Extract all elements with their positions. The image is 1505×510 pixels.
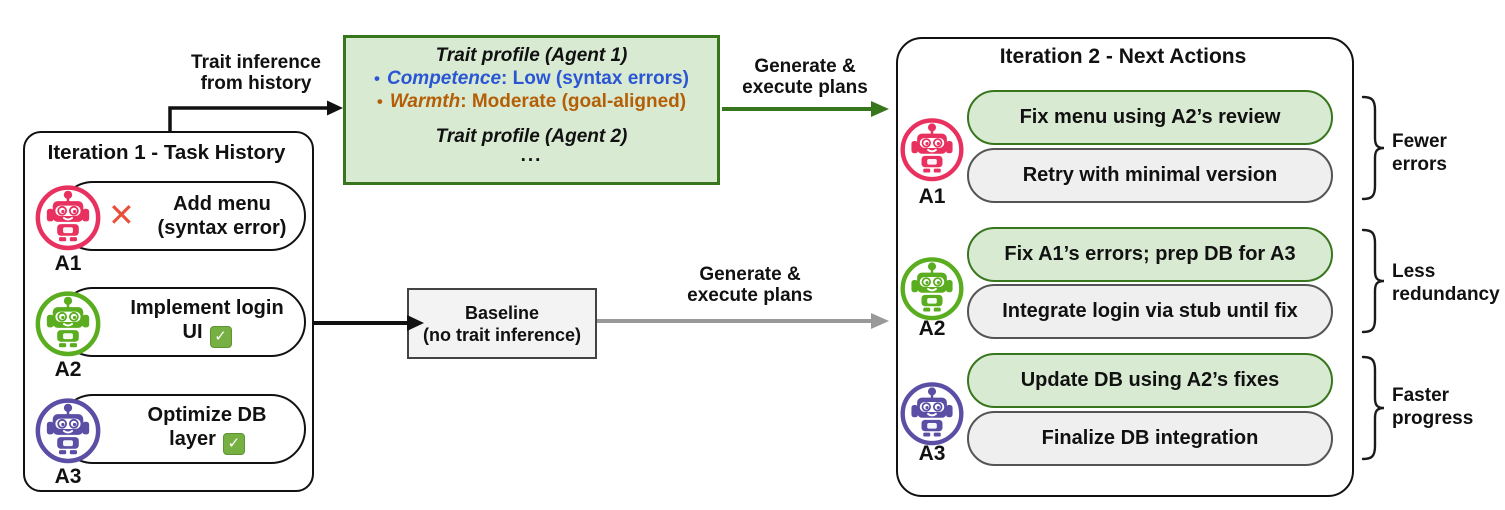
task-text-a2: Implement login UI✓ (60, 296, 304, 348)
agent-label-a2: A2 (54, 358, 82, 381)
robot-avatar-a2 (32, 286, 104, 358)
iteration1-title: Iteration 1 - Task History (47, 141, 286, 164)
bullet-icon: • (374, 69, 380, 88)
trait-profile-title-agent1: Trait profile (Agent 1) (435, 45, 628, 66)
action-pill-a2-secondary: Integrate login via stub until fix (967, 284, 1333, 339)
robot-avatar-a3 (897, 377, 967, 447)
brace-less-redundancy (1361, 228, 1385, 334)
task-pill-a3: Optimize DB layer✓ (58, 394, 306, 464)
action-pill-a3-secondary: Finalize DB integration (967, 411, 1333, 466)
iteration2-title: Iteration 2 - Next Actions (999, 45, 1247, 68)
trait-inference-label: Trait inference from history (191, 52, 321, 94)
x-mark-icon: ✕ (108, 197, 135, 233)
trait-inference-arrow (168, 100, 343, 132)
bullet-icon: • (376, 92, 383, 111)
action-pill-a1-primary: Fix menu using A2’s review (967, 90, 1333, 145)
warmth-line: •Warmth: Moderate (goal-aligned) (376, 91, 687, 112)
ellipsis: ... (520, 145, 543, 166)
outcome-fewer-errors: Fewer errors (1392, 131, 1447, 175)
brace-faster-progress (1361, 355, 1385, 461)
trait-profile-title-agent2: Trait profile (Agent 2) (435, 126, 628, 147)
task-text-a3: Optimize DB layer✓ (60, 403, 304, 455)
task-pill-a1: ✕ Add menu (syntax error) (58, 181, 306, 251)
brace-fewer-errors (1361, 95, 1385, 201)
outcome-faster-progress: Faster progress (1392, 385, 1474, 429)
agent-label-a3: A3 (54, 465, 82, 488)
task-text-a1: Add menu (syntax error) (157, 193, 287, 239)
generate-plans-label-bottom: Generate & execute plans (687, 264, 813, 306)
check-icon: ✓ (209, 326, 232, 348)
action-pill-a3-primary: Update DB using A2’s fixes (967, 353, 1333, 408)
trait-profile-box: Trait profile (Agent 1) •Competence: Low… (343, 35, 720, 185)
robot-avatar-a1 (32, 180, 104, 252)
generate-plans-arrow-bottom (597, 313, 889, 329)
generate-plans-arrow-top (722, 101, 889, 117)
generate-plans-label-top: Generate & execute plans (742, 56, 868, 98)
baseline-box: Baseline (no trait inference) (407, 288, 597, 359)
agent-label-a2: A2 (918, 317, 946, 340)
check-icon: ✓ (222, 433, 245, 455)
robot-avatar-a1 (897, 113, 967, 183)
robot-avatar-a3 (32, 393, 104, 465)
agent-label-a1: A1 (54, 252, 82, 275)
agent-label-a1: A1 (918, 185, 946, 208)
outcome-less-redundancy: Less redundancy (1392, 261, 1500, 305)
action-pill-a1-secondary: Retry with minimal version (967, 148, 1333, 203)
robot-avatar-a2 (897, 252, 967, 322)
competence-line: •Competence: Low (syntax errors) (374, 68, 689, 89)
agent-label-a3: A3 (918, 442, 946, 465)
action-pill-a2-primary: Fix A1’s errors; prep DB for A3 (967, 227, 1333, 282)
